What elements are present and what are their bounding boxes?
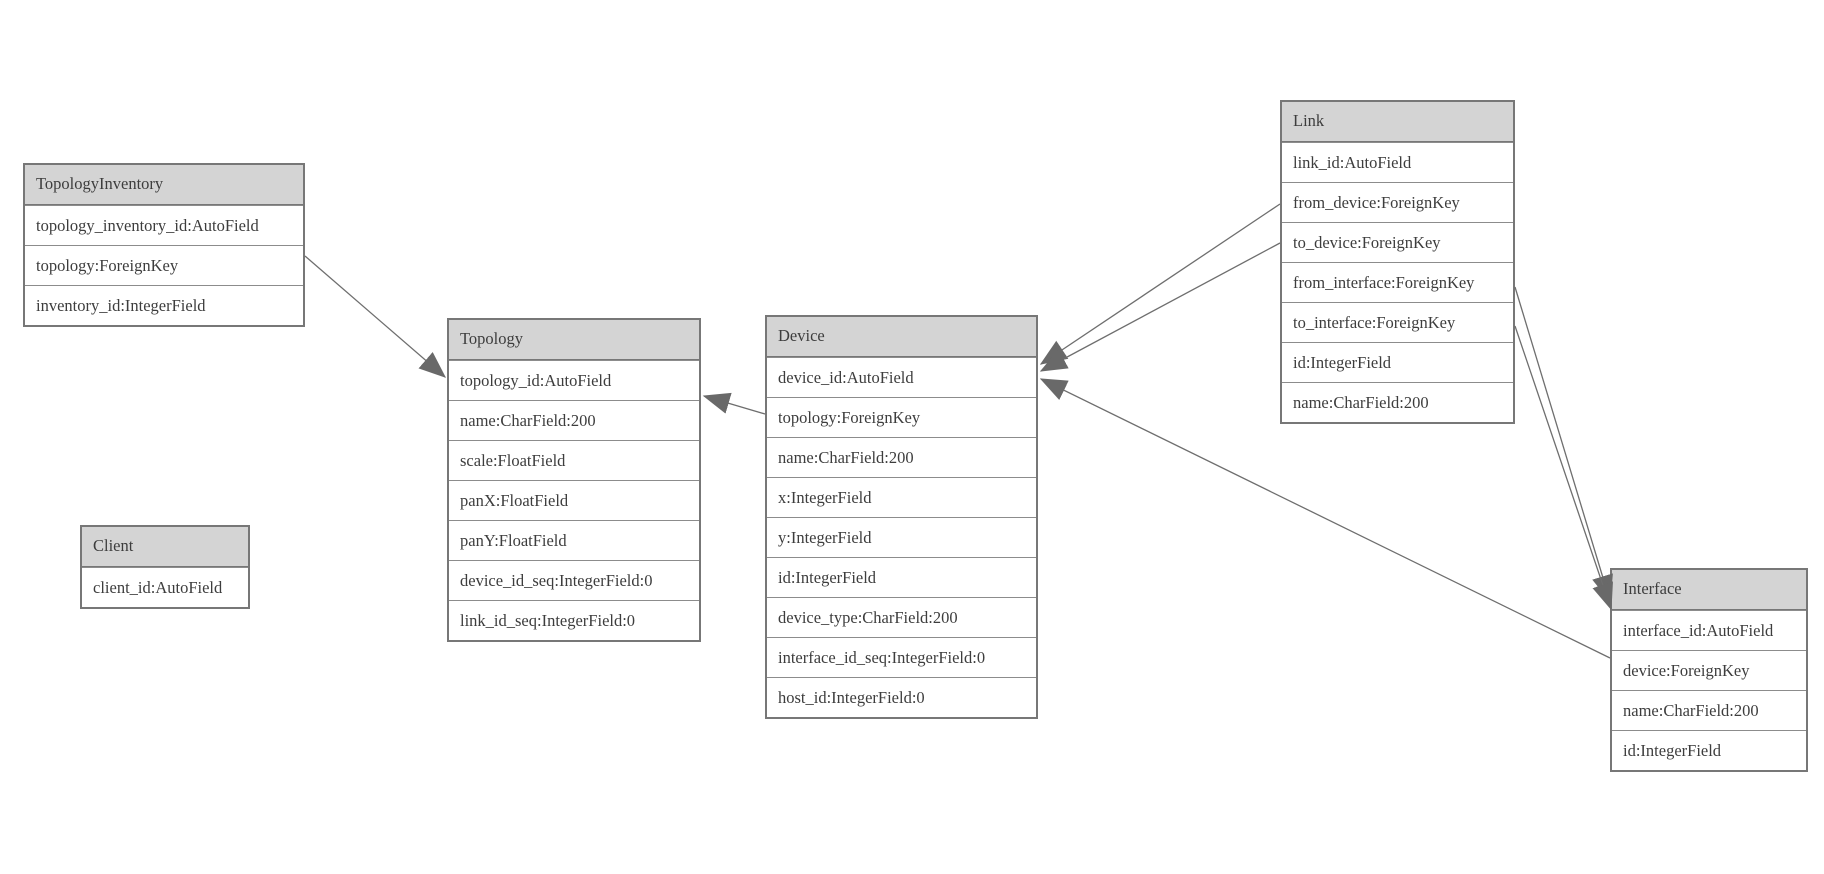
table-row: interface_id_seq:IntegerField:0: [767, 637, 1036, 677]
table-row: topology_id:AutoField: [449, 360, 699, 400]
entity-header-interface: Interface: [1612, 570, 1806, 610]
table-row: link_id_seq:IntegerField:0: [449, 600, 699, 640]
table-row: device_type:CharField:200: [767, 597, 1036, 637]
table-row: id:IntegerField: [767, 557, 1036, 597]
entity-header-topologyinventory: TopologyInventory: [25, 165, 303, 205]
entity-topologyinventory: TopologyInventory topology_inventory_id:…: [23, 163, 305, 327]
table-row: name:CharField:200: [1282, 382, 1513, 422]
edge-link-fromdevice-device: [1039, 203, 1281, 365]
table-row: topology_inventory_id:AutoField: [25, 205, 303, 245]
table-row: panX:FloatField: [449, 480, 699, 520]
entity-title: Link: [1293, 111, 1325, 130]
table-row: inventory_id:IntegerField: [25, 285, 303, 325]
table-row: device_id_seq:IntegerField:0: [449, 560, 699, 600]
table-row: name:CharField:200: [1612, 690, 1806, 730]
entity-title: Device: [778, 326, 825, 345]
table-row: to_device:ForeignKey: [1282, 222, 1513, 262]
table-row: host_id:IntegerField:0: [767, 677, 1036, 717]
table-row: device:ForeignKey: [1612, 650, 1806, 690]
entity-title: Client: [93, 536, 134, 555]
entity-title: TopologyInventory: [36, 174, 164, 193]
table-row: name:CharField:200: [767, 437, 1036, 477]
table-row: from_device:ForeignKey: [1282, 182, 1513, 222]
table-row: topology:ForeignKey: [767, 397, 1036, 437]
edge-device-topology: [702, 392, 766, 415]
entity-device: Device device_id:AutoField topology:Fore…: [765, 315, 1038, 719]
edge-topologyinventory-topology: [304, 255, 447, 378]
table-row: id:IntegerField: [1282, 342, 1513, 382]
edge-link-tointerface-interface: [1514, 325, 1613, 611]
table-row: name:CharField:200: [449, 400, 699, 440]
table-row: client_id:AutoField: [82, 567, 248, 607]
table-row: x:IntegerField: [767, 477, 1036, 517]
table-row: link_id:AutoField: [1282, 142, 1513, 182]
table-row: device_id:AutoField: [767, 357, 1036, 397]
edge-link-frominterface-interface: [1514, 286, 1613, 603]
table-row: from_interface:ForeignKey: [1282, 262, 1513, 302]
entity-topology: Topology topology_id:AutoField name:Char…: [447, 318, 701, 642]
table-row: topology:ForeignKey: [25, 245, 303, 285]
table-row: y:IntegerField: [767, 517, 1036, 557]
entity-header-device: Device: [767, 317, 1036, 357]
entity-title: Topology: [460, 329, 524, 348]
entity-header-client: Client: [82, 527, 248, 567]
table-row: to_interface:ForeignKey: [1282, 302, 1513, 342]
entity-title: Interface: [1623, 579, 1682, 598]
entity-header-topology: Topology: [449, 320, 699, 360]
entity-interface: Interface interface_id:AutoField device:…: [1610, 568, 1808, 772]
table-row: interface_id:AutoField: [1612, 610, 1806, 650]
edge-link-todevice-device: [1039, 242, 1281, 372]
table-row: panY:FloatField: [449, 520, 699, 560]
entity-header-link: Link: [1282, 102, 1513, 142]
entity-client: Client client_id:AutoField: [80, 525, 250, 609]
table-row: scale:FloatField: [449, 440, 699, 480]
table-row: id:IntegerField: [1612, 730, 1806, 770]
entity-link: Link link_id:AutoField from_device:Forei…: [1280, 100, 1515, 424]
